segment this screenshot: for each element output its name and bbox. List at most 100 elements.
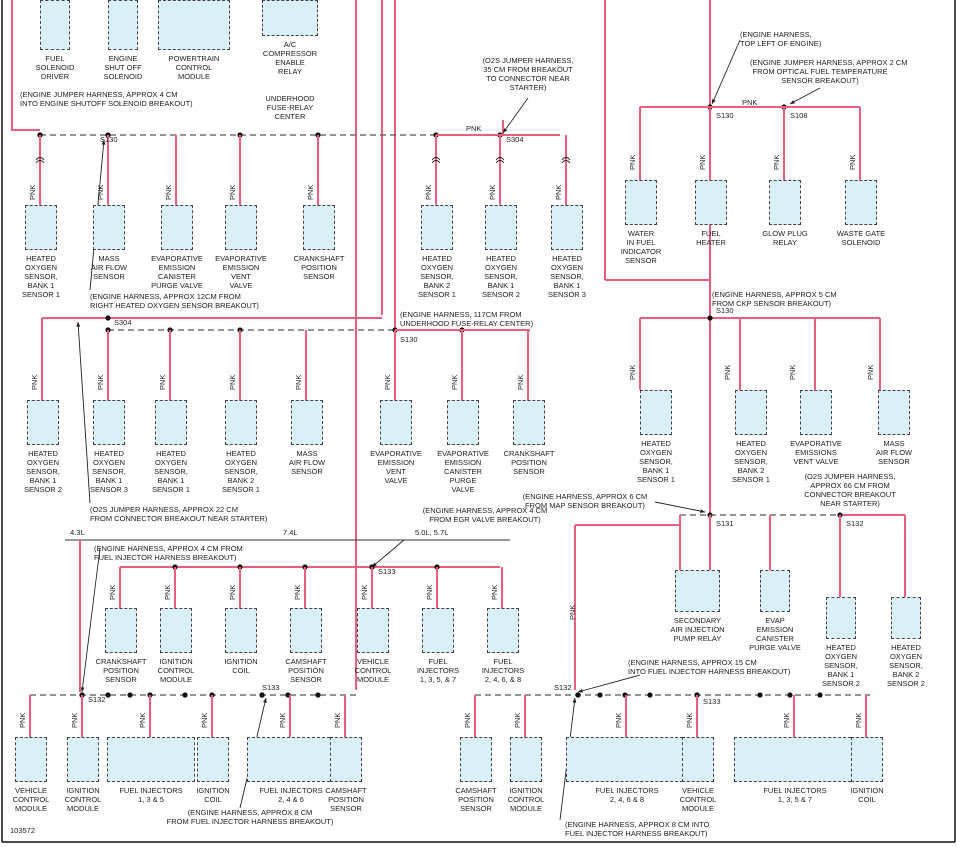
wire-color-label: PNK (513, 712, 522, 728)
wire-color-label: PNK (614, 712, 623, 728)
wire-color-label: PNK (866, 364, 875, 380)
fuel-solenoid-driver-box (40, 0, 70, 50)
comp-ho2_b2s1-label: HEATED OXYGEN SENSOR, BANK 2 SENSOR 1 (418, 254, 456, 299)
comp-fi1357-box (422, 608, 454, 653)
wire-color-label: PNK (463, 712, 472, 728)
splice-label: S132 (88, 695, 106, 704)
comp-icm2-label: IGNITION CONTROL MODULE (64, 786, 102, 813)
wire-color-label: PNK (723, 364, 732, 380)
splice-dot (182, 692, 188, 698)
leader-line (711, 39, 741, 105)
comp-evap_vent-box (225, 205, 257, 250)
note: (ENGINE HARNESS, APPROX 5 CM FROM CKP SE… (712, 290, 837, 308)
air-pump-relay-label: SECONDARY AIR INJECTION PUMP RELAY (670, 616, 725, 643)
wire-color-label: PNK (490, 584, 499, 600)
comp-ho2_b1s1b-label: HEATED OXYGEN SENSOR, BANK 1 SENSOR 1 (152, 449, 190, 494)
leader-arrow (263, 698, 267, 703)
engine-label: 7.4L (283, 528, 298, 537)
ho2-b2s2-box (891, 597, 921, 639)
leader-arrow (790, 100, 795, 104)
comp-fi2468-box (487, 608, 519, 653)
leader-arrow (700, 509, 705, 514)
comp-maf2-label: MASS AIR FLOW SENSOR (288, 449, 326, 476)
comp-evap_vent3-label: EVAPORATIVE EMISSIONS VENT VALVE (790, 439, 842, 466)
comp-vcm3-label: VEHICLE CONTROL MODULE (679, 786, 717, 813)
leader-arrow (80, 687, 85, 692)
comp-evap_purge-label: EVAPORATIVE EMISSION CANISTER PURGE VALV… (151, 254, 203, 290)
evap-purge-3-box (760, 570, 790, 612)
wire-color-label: PNK (278, 712, 287, 728)
ho2-b1s2-label: HEATED OXYGEN SENSOR, BANK 1 SENSOR 2 (822, 643, 860, 688)
comp-fi2468b-box (566, 737, 688, 782)
wire-color-label: PNK (18, 712, 27, 728)
comp-ho2_b1s3b-label: HEATED OXYGEN SENSOR, BANK 1 SENSOR 3 (90, 449, 128, 494)
comp-cmp2-label: CAMSHAFT POSITION SENSOR (325, 786, 367, 813)
comp-glow_plug-box (769, 180, 801, 225)
leader-line (654, 501, 706, 513)
comp-ho2_b2s1c-box (735, 390, 767, 435)
wire-color-label: PNK (772, 154, 781, 170)
wire-color-label: PNK (466, 124, 482, 133)
comp-ckp2-box (513, 400, 545, 445)
comp-icm3-label: IGNITION CONTROL MODULE (507, 786, 545, 813)
comp-fi1357b-label: FUEL INJECTORS 1, 3, 5 & 7 (763, 786, 827, 804)
comp-cmp3-label: CAMSHAFT POSITION SENSOR (455, 786, 497, 813)
note: (ENGINE HARNESS, APPROX 8 CM INTO FUEL I… (565, 820, 710, 838)
comp-ho2_b1s1c-label: HEATED OXYGEN SENSOR, BANK 1 SENSOR 1 (637, 439, 675, 484)
note: (ENGINE HARNESS, 117CM FROM UNDERHOOD FU… (400, 310, 534, 328)
note: (O2S JUMPER HARNESS, 35 CM FROM BREAKOUT… (482, 56, 574, 92)
wire-color-label: PNK (164, 184, 173, 200)
splice-dot (127, 692, 133, 698)
comp-fi1357-label: FUEL INJECTORS 1, 3, 5, & 7 (416, 657, 460, 684)
comp-ign_coil2-label: IGNITION COIL (196, 786, 230, 804)
wire-color-label: PNK (628, 364, 637, 380)
comp-cmp-box (290, 608, 322, 653)
comp-ho2_b1s3b-box (93, 400, 125, 445)
splice-dot (707, 315, 713, 321)
air-pump-relay-box (675, 570, 720, 612)
note: (O2S JUMPER HARNESS, APPROX 66 CM FROM C… (804, 472, 896, 508)
comp-evap_vent2-box (380, 400, 412, 445)
wire-color-label: PNK (425, 584, 434, 600)
splice-label: S108 (790, 111, 808, 120)
comp-evap_purge-box (161, 205, 193, 250)
comp-ho2_b1s2b-box (27, 400, 59, 445)
splice-label: S304 (506, 135, 524, 144)
comp-fi246-label: FUEL INJECTORS 2, 4 & 6 (259, 786, 323, 804)
evap-purge-3-label: EVAP EMISSION CANISTER PURGE VALVE (749, 616, 801, 652)
leader-line (81, 547, 101, 693)
splice-dot (105, 315, 111, 321)
comp-ho2_b1s1-label: HEATED OXYGEN SENSOR, BANK 1 SENSOR 1 (22, 254, 60, 299)
comp-glow_plug-label: GLOW PLUG RELAY (762, 229, 808, 247)
comp-ho2_b1s3-box (551, 205, 583, 250)
splice-label: S304 (114, 318, 132, 327)
comp-vcm-label: VEHICLE CONTROL MODULE (354, 657, 392, 684)
comp-ign_coil3-label: IGNITION COIL (850, 786, 884, 804)
note: (ENGINE HARNESS, APPROX 6 CM FROM MAP SE… (522, 492, 648, 510)
comp-ckp-box (303, 205, 335, 250)
wire-color-label: PNK (70, 712, 79, 728)
wire-color-label: PNK (360, 584, 369, 600)
splice-label: S132 (846, 519, 864, 528)
connector-icon (35, 157, 45, 164)
comp-ho2_b2s1c-label: HEATED OXYGEN SENSOR, BANK 2 SENSOR 1 (732, 439, 770, 484)
comp-ho2_b1s2b-label: HEATED OXYGEN SENSOR, BANK 1 SENSOR 2 (24, 449, 62, 494)
wire-color-label: PNK (333, 712, 342, 728)
splice-label: S130 (100, 135, 118, 144)
comp-cmp-label: CAMSHAFT POSITION SENSOR (285, 657, 327, 684)
comp-cmp3-box (460, 737, 492, 782)
comp-evap_vent2-label: EVAPORATIVE EMISSION VENT VALVE (370, 449, 422, 485)
comp-ckp3-label: CRANKSHAFT POSITION SENSOR (95, 657, 147, 684)
pcm-box (158, 0, 230, 50)
wire-color-label: PNK (782, 712, 791, 728)
wire-color-label: PNK (200, 712, 209, 728)
leader-arrow (101, 140, 106, 145)
splice-label: S130 (716, 306, 734, 315)
comp-fi2468b-label: FUEL INJECTORS 2, 4, 6 & 8 (595, 786, 659, 804)
wire-color-label: PNK (228, 374, 237, 390)
comp-vcm3-box (682, 737, 714, 782)
note: (ENGINE JUMPER HARNESS, APPROX 2 CM FROM… (750, 58, 908, 85)
wire-color-label: PNK (450, 374, 459, 390)
